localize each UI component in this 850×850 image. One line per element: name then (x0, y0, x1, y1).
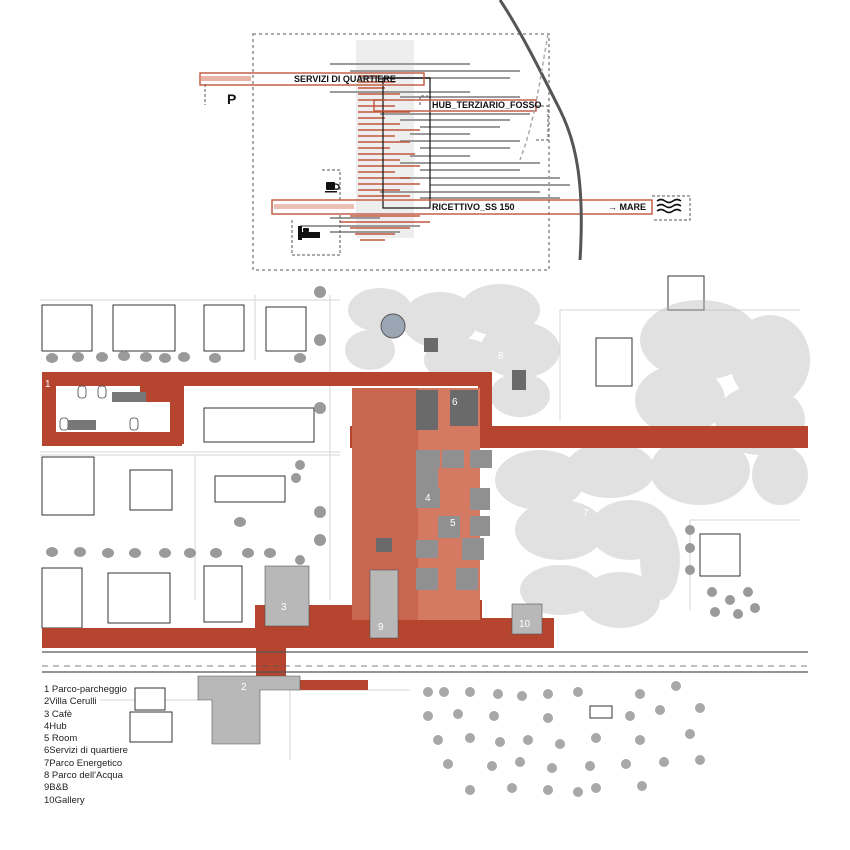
concept-diagram: SERVIZI DI QUARTIERE HUB_TERZIARIO_FOSSO… (199, 0, 691, 271)
legend-item: 5 Room (44, 733, 78, 745)
legend-item: 2Villa Cerulli (44, 696, 97, 708)
plan-number-1: 1 (45, 379, 51, 390)
legend: 1 Parco-parcheggio 2Villa Cerulli 3 Cafè… (44, 684, 128, 807)
legend-item: 1 Parco-parcheggio (44, 684, 127, 695)
diagram-grey-lines (300, 63, 570, 233)
road (42, 651, 808, 673)
legend-item: 9B&B (44, 782, 69, 794)
light-blocks (197, 565, 543, 745)
legend-item: 3 Cafè (44, 708, 72, 720)
site-plan: 1 2 3 4 5 6 7 8 9 10 (40, 275, 810, 797)
plan-number-4: 4 (425, 493, 431, 504)
cup-icon (325, 182, 340, 193)
plan-number-7: 7 (583, 508, 589, 519)
legend-item: 4Hub (44, 720, 67, 732)
pond (380, 313, 406, 339)
servizi-label: SERVIZI DI QUARTIERE (294, 74, 396, 84)
legend-item: 7Parco Energetico (44, 757, 123, 769)
bed-icon (298, 226, 320, 240)
hub-label: HUB_TERZIARIO_FOSSO (432, 100, 542, 110)
plan-number-2: 2 (241, 682, 247, 693)
plan-number-10: 10 (519, 619, 531, 630)
legend-item: 8 Parco dell'Acqua (44, 770, 123, 782)
legend-item: 6Servizi di quartiere (44, 745, 128, 757)
mid-blocks (416, 450, 492, 590)
waves-icon (656, 198, 682, 214)
plan-number-3: 3 (281, 602, 287, 613)
diagram-red-lines (340, 75, 430, 241)
plan-number-6: 6 (452, 397, 458, 408)
dark-blocks (376, 338, 526, 552)
tree-grid (423, 681, 705, 797)
tree-blobs (46, 286, 760, 619)
mare-label: → MARE (608, 202, 646, 212)
parking-label: P (227, 91, 236, 107)
legend-item: 10Gallery (44, 794, 85, 806)
plan-number-5: 5 (450, 518, 456, 529)
ricettivo-label: RICETTIVO_SS 150 (432, 202, 515, 212)
plan-number-8: 8 (498, 351, 504, 362)
plan-number-9: 9 (378, 622, 384, 633)
plan-numbers: 1 2 3 4 5 6 7 8 9 10 (45, 351, 589, 693)
